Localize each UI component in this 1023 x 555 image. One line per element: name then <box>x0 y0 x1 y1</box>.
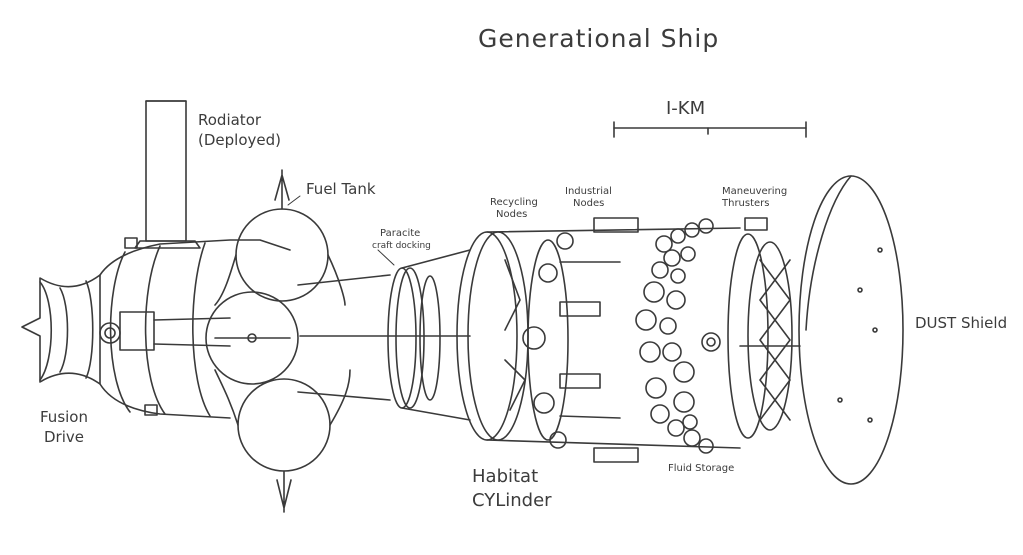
industrial-nodes-label-line1: Industrial <box>565 186 612 197</box>
thrusters-label-line2: Thrusters <box>722 198 770 209</box>
label-leaders <box>287 195 395 266</box>
paracite-label-line2: craft docking <box>372 241 431 251</box>
radiator <box>134 100 201 249</box>
scale-bar-label: I-KM <box>666 98 706 119</box>
fluid-storage-label: Fluid Storage <box>668 463 735 474</box>
habitat-cylinder <box>456 217 741 463</box>
dust-shield-label: DUST Shield <box>915 314 1008 332</box>
fuel-tank-label: Fuel Tank <box>306 180 376 198</box>
fusion-drive-label-line2: Drive <box>44 428 84 446</box>
fuel-tanks <box>205 169 351 513</box>
habitat-cylinder-label-line1: Habitat <box>472 466 539 487</box>
spine <box>297 249 471 421</box>
paracite-label-line1: Paracite <box>380 228 421 239</box>
habitat-cylinder-label-line2: CYLinder <box>472 490 552 511</box>
diagram-title: Generational Ship <box>478 24 720 53</box>
forward-section <box>701 217 801 439</box>
recycling-nodes-label-line1: Recycling <box>490 197 538 208</box>
scale-bar <box>613 121 807 138</box>
nodes-cluster <box>635 218 714 454</box>
radiator-label-line2: (Deployed) <box>198 131 281 149</box>
thrusters-label-line1: Maneuvering <box>722 186 788 197</box>
dust-shield <box>798 175 904 485</box>
recycling-nodes-label-line2: Nodes <box>496 209 528 220</box>
industrial-nodes-label-line2: Nodes <box>573 198 605 209</box>
fusion-drive-label-line1: Fusion <box>40 408 88 426</box>
engine-section <box>99 237 291 419</box>
radiator-label-line1: Rodiator <box>198 111 262 129</box>
fusion-drive <box>21 274 121 385</box>
